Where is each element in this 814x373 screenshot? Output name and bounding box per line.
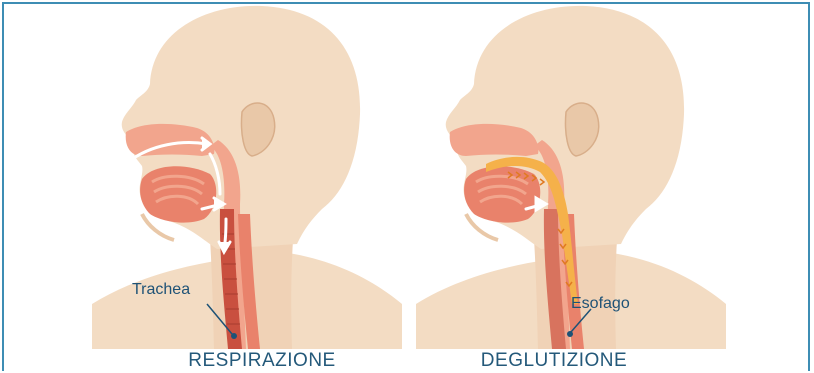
esophagus-label: Esofago (571, 295, 630, 313)
tongue (464, 166, 540, 222)
caption-breathing: RESPIRAZIONE (107, 350, 417, 371)
tongue (140, 166, 216, 222)
caption-swallowing: DEGLUTIZIONE (399, 350, 709, 371)
trachea-label: Trachea (132, 281, 190, 299)
